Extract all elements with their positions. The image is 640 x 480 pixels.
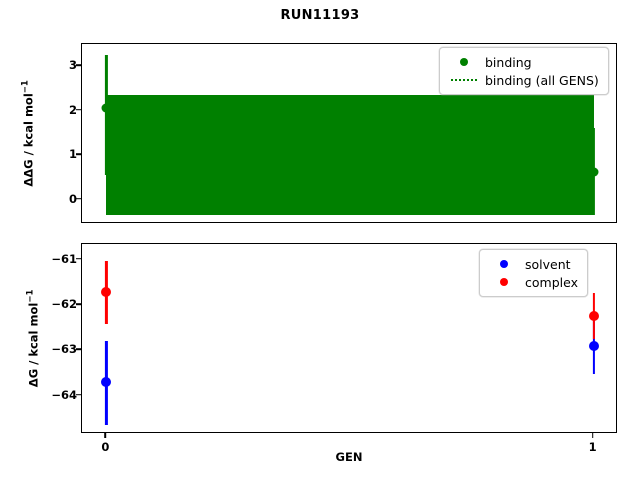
ytick-mark bbox=[76, 258, 81, 260]
legend-item-complex[interactable]: complex bbox=[487, 273, 578, 291]
binding-dotted-line-icon bbox=[447, 79, 481, 81]
ytick-label: −62 bbox=[51, 297, 77, 312]
bottom-yaxis-label: ΔG / kcal mol−1 bbox=[26, 243, 41, 433]
ytick-mark bbox=[76, 108, 81, 111]
ytick-label: −63 bbox=[51, 342, 77, 357]
ytick-label: 3 bbox=[68, 58, 77, 73]
bottom-ytick-labels: −61 −62 −63 −64 bbox=[41, 243, 77, 433]
legend-label-binding-all-gens: binding (all GENS) bbox=[485, 72, 599, 88]
bottom-ytick-marks bbox=[76, 243, 82, 433]
xtick-mark bbox=[591, 433, 594, 438]
ytick-mark bbox=[76, 197, 81, 200]
ytick-mark bbox=[76, 153, 81, 155]
legend-item-solvent[interactable]: solvent bbox=[487, 255, 578, 273]
top-plot-legend: binding binding (all GENS) bbox=[439, 47, 609, 95]
ytick-mark bbox=[76, 393, 81, 396]
top-yaxis-label-exponent: −1 bbox=[20, 80, 31, 94]
complex-data-point[interactable] bbox=[101, 286, 112, 297]
ytick-label: 0 bbox=[68, 191, 77, 206]
legend-label-solvent: solvent bbox=[525, 256, 571, 272]
legend-label-binding: binding bbox=[485, 54, 532, 70]
complex-data-point[interactable] bbox=[588, 311, 599, 322]
complex-dot-icon bbox=[487, 278, 521, 286]
bottom-plot-legend: solvent complex bbox=[479, 249, 588, 297]
ytick-mark bbox=[76, 348, 81, 351]
ytick-label: −61 bbox=[51, 251, 77, 266]
legend-label-complex: complex bbox=[525, 274, 578, 290]
legend-item-binding[interactable]: binding bbox=[447, 53, 599, 71]
top-ytick-labels: 3 2 1 0 bbox=[41, 43, 77, 223]
bottom-yaxis-label-exponent: −1 bbox=[25, 289, 36, 303]
solvent-dot-icon bbox=[487, 260, 521, 268]
legend-item-binding-all-gens[interactable]: binding (all GENS) bbox=[447, 71, 599, 89]
binding-dot-icon bbox=[447, 58, 481, 66]
ytick-label: 1 bbox=[68, 147, 77, 162]
top-yaxis-label-text: ΔΔG / kcal mol bbox=[21, 93, 36, 187]
xtick-label: 1 bbox=[588, 440, 597, 454]
xaxis-label: GEN bbox=[335, 450, 363, 464]
bottom-plot-area bbox=[82, 244, 616, 432]
top-ytick-marks bbox=[76, 43, 82, 223]
ytick-label: −64 bbox=[51, 387, 77, 402]
solvent-data-point[interactable] bbox=[588, 340, 599, 351]
binding-data-point[interactable] bbox=[589, 167, 599, 177]
bottom-yaxis-label-text: ΔG / kcal mol bbox=[26, 302, 41, 388]
figure-title: RUN11193 bbox=[280, 8, 360, 23]
xtick-label: 0 bbox=[101, 440, 110, 454]
ytick-mark bbox=[76, 303, 81, 305]
ytick-label: 2 bbox=[68, 102, 77, 117]
solvent-data-point[interactable] bbox=[101, 376, 112, 387]
xtick-mark bbox=[104, 433, 107, 438]
binding-all-gens-center-line bbox=[106, 155, 594, 157]
top-plot-area bbox=[82, 44, 616, 222]
top-yaxis-label: ΔΔG / kcal mol−1 bbox=[21, 43, 36, 223]
ytick-mark bbox=[76, 64, 81, 67]
